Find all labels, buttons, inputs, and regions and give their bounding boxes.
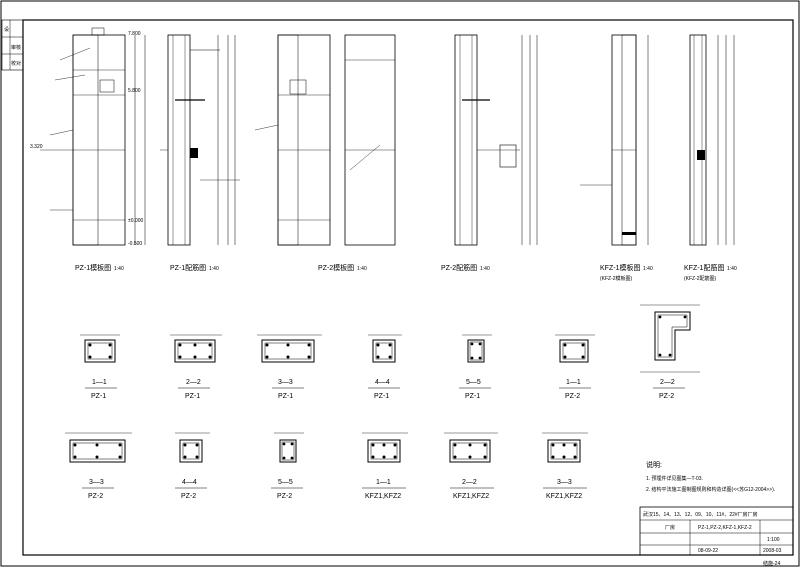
section-1-1-pz2: 1—1 PZ-2 — [555, 334, 595, 400]
caption-kfz1-rebar: KFZ-1配筋图 — [684, 263, 724, 272]
strip-label-b: 校对 — [11, 60, 21, 67]
section-5-5-pz2: 5—5 PZ-2 — [271, 432, 304, 500]
section-2-2-pz2: 2—2 PZ-2 — [640, 304, 700, 400]
caption-pz1-formwork: PZ-1模板图 — [75, 263, 111, 272]
section-id-13: 3—3 — [557, 479, 572, 486]
section-4-4-pz2: 4—4 PZ-2 — [175, 432, 210, 500]
caption-kfz1-formwork: KFZ-1模板图 — [600, 263, 640, 272]
scale-pz2-rebar: 1:40 — [480, 266, 490, 272]
elevation-kfz1-formwork — [580, 34, 649, 246]
tb-sheet-no: 结施-24 — [763, 560, 780, 567]
elevation-pz2-rebar — [454, 34, 538, 246]
elevation-pz1-rebar — [160, 34, 240, 246]
section-2-2-kfz: 2—2 KFZ1,KFZ2 — [444, 432, 498, 500]
section-member-4: PZ-1 — [374, 393, 389, 400]
scale-pz1-formwork: 1:40 — [114, 266, 124, 272]
section-id-12: 2—2 — [462, 479, 477, 486]
section-member-3: PZ-1 — [278, 393, 293, 400]
caption-pz2-rebar: PZ-2配筋图 — [441, 263, 477, 272]
left-title-strip: 设 校对 审核 — [1, 19, 24, 71]
section-2-2-pz1: 2—2 PZ-1 — [170, 334, 222, 400]
level-mid-pz1: 5.800 — [128, 88, 141, 94]
section-row-1: 1—1 PZ-1 2—2 PZ-1 3—3 PZ-1 — [80, 304, 700, 400]
section-id-2: 2—2 — [186, 379, 201, 386]
level-ground-pz1: ±0.000 — [128, 218, 143, 224]
elevation-pz1-formwork: 7.800 5.800 3.320 ±0.000 -0.500 — [30, 27, 146, 247]
section-member-10: PZ-2 — [277, 493, 292, 500]
elevation-captions: PZ-1模板图 1:40 PZ-1配筋图 1:40 PZ-2模板图 1:40 P… — [75, 263, 737, 282]
elevation-kfz1-rebar — [689, 34, 735, 246]
section-3-3-kfz: 3—3 KFZ1,KFZ2 — [542, 432, 588, 500]
section-3-3-pz2: 3—3 PZ-2 — [65, 432, 132, 500]
section-member-9: PZ-2 — [181, 493, 196, 500]
scale-pz1-rebar: 1:40 — [209, 266, 219, 272]
section-member-13: KFZ1,KFZ2 — [546, 493, 582, 500]
section-id-11: 1—1 — [376, 479, 391, 486]
tb-client: 厂房 — [665, 524, 675, 531]
section-id-9: 4—4 — [182, 479, 197, 486]
title-block: 武汉15、14、13、12、09、10、11#、22#厂房厂房 厂房 PZ-1,… — [639, 506, 794, 567]
level-base-pz1: -0.500 — [128, 241, 142, 247]
section-id-8: 3—3 — [89, 479, 104, 486]
strip-label-a: 设 — [4, 26, 9, 33]
scale-pz2-formwork: 1:40 — [357, 266, 367, 272]
caption-pz2-formwork: PZ-2模板图 — [318, 263, 354, 272]
section-id-3: 3—3 — [278, 379, 293, 386]
section-member-1: PZ-1 — [91, 393, 106, 400]
level-top-pz1: 7.800 — [128, 31, 141, 37]
section-id-5: 5—5 — [466, 379, 481, 386]
section-5-5-pz1: 5—5 PZ-1 — [459, 334, 492, 400]
tb-number: 08-09-22 — [698, 548, 718, 554]
section-1-1-kfz: 1—1 KFZ1,KFZ2 — [362, 432, 408, 500]
section-id-6: 1—1 — [566, 379, 581, 386]
section-id-4: 4—4 — [375, 379, 390, 386]
caption-pz1-rebar: PZ-1配筋图 — [170, 263, 206, 272]
section-3-3-pz1: 3—3 PZ-1 — [257, 334, 322, 400]
section-member-6: PZ-2 — [565, 393, 580, 400]
section-row-2: 3—3 PZ-2 4—4 PZ-2 5—5 PZ-2 — [65, 432, 588, 500]
section-member-7: PZ-2 — [659, 393, 674, 400]
section-4-4-pz1: 4—4 PZ-1 — [368, 334, 402, 400]
section-member-11: KFZ1,KFZ2 — [365, 493, 401, 500]
tb-scale: 1:100 — [767, 537, 780, 543]
tb-drawing: PZ-1,PZ-2,KFZ-1,KFZ-2 — [698, 525, 752, 531]
section-id-10: 5—5 — [278, 479, 293, 486]
section-id-1: 1—1 — [92, 379, 107, 386]
level-crane-pz1: 3.320 — [30, 144, 43, 150]
scale-kfz1-rebar: 1:40 — [727, 266, 737, 272]
notes-block: 说明: 1. 预埋件详见图集—T-03. 2. 结构平法施工图制图规则和构造详图… — [646, 460, 775, 493]
scale-kfz1-formwork: 1:40 — [643, 266, 653, 272]
sub-kfz1-rebar: (KFZ-2配筋图) — [684, 275, 717, 282]
elevation-pz2-formwork — [254, 34, 396, 246]
notes-line-1: 1. 预埋件详见图集—T-03. — [646, 475, 703, 482]
drawing-frame — [22, 19, 794, 556]
section-id-7: 2—2 — [660, 379, 675, 386]
section-member-12: KFZ1,KFZ2 — [453, 493, 489, 500]
tb-project: 武汉15、14、13、12、09、10、11#、22#厂房厂房 — [643, 511, 758, 518]
sub-kfz1-formwork: (KFZ-2模板图) — [600, 275, 633, 282]
section-member-2: PZ-1 — [185, 393, 200, 400]
notes-line-2: 2. 结构平法施工图制图规则和构造详图(<<苏G12-2004>>). — [646, 486, 775, 493]
tb-date: 2008-03 — [763, 548, 782, 554]
strip-label-c: 审核 — [11, 44, 21, 51]
notes-heading: 说明: — [646, 460, 662, 469]
section-1-1-pz1: 1—1 PZ-1 — [80, 334, 120, 400]
section-member-5: PZ-1 — [465, 393, 480, 400]
section-member-8: PZ-2 — [88, 493, 103, 500]
